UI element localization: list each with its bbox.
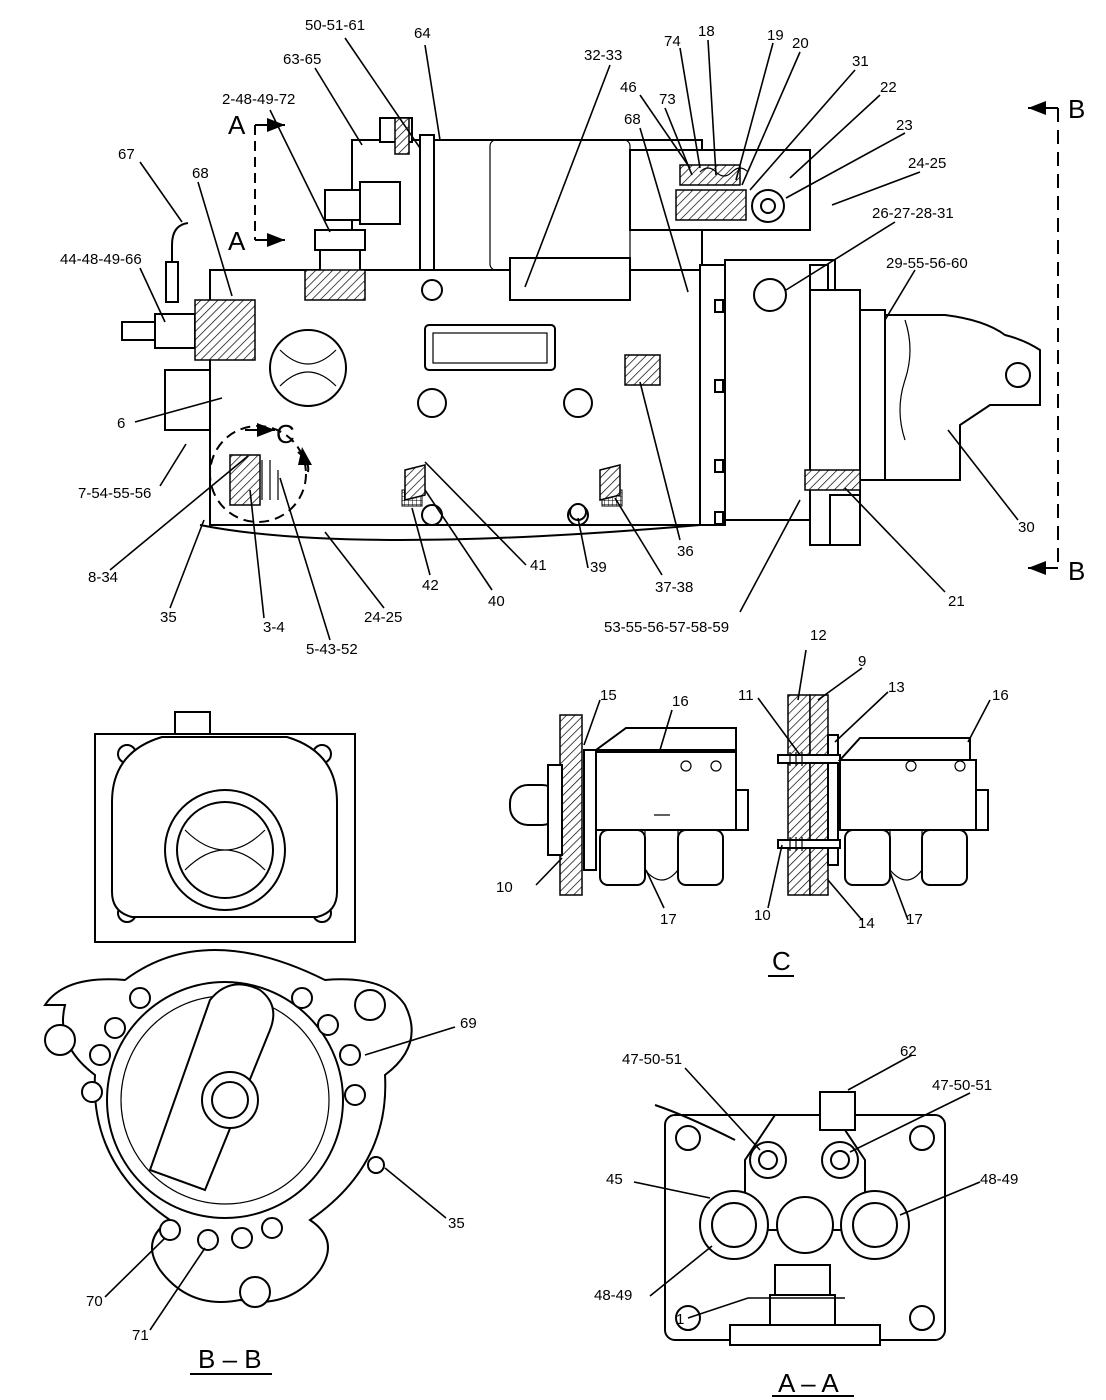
callout-14: 14 — [858, 915, 875, 932]
callout-16-right: 16 — [992, 687, 1009, 704]
callout-22: 22 — [880, 79, 897, 96]
section-c-mark: C — [276, 419, 295, 449]
callout-45: 45 — [606, 1171, 623, 1188]
section-view-b-b: 69 35 70 71 B – B — [43, 711, 477, 1375]
callout-48-49-left: 48-49 — [594, 1287, 632, 1304]
callout-1: 1 — [676, 1311, 684, 1328]
callout-32-33: 32-33 — [584, 47, 622, 64]
main-callouts: 50-51-61 64 63-65 2-48-49-72 32-33 74 18… — [60, 17, 1035, 658]
callout-50-51-61: 50-51-61 — [305, 17, 365, 34]
section-b-top-mark: B — [1068, 94, 1085, 124]
callout-20: 20 — [792, 35, 809, 52]
section-a-top-mark: A — [228, 110, 246, 140]
callout-5-43-52: 5-43-52 — [306, 641, 358, 658]
view-title-b-b: B – B — [198, 1344, 262, 1374]
callout-74: 74 — [664, 33, 681, 50]
callout-15: 15 — [600, 687, 617, 704]
callout-24-25-top: 24-25 — [908, 155, 946, 172]
callout-26-27-28-31: 26-27-28-31 — [872, 205, 954, 222]
callout-13: 13 — [888, 679, 905, 696]
callout-68-right: 68 — [624, 111, 641, 128]
view-title-c: C — [772, 946, 791, 976]
callout-17-right: 17 — [906, 911, 923, 928]
callout-48-49-right: 48-49 — [980, 1171, 1018, 1188]
callout-2-48-49-72: 2-48-49-72 — [222, 91, 295, 108]
section-markers: A A B B C — [228, 94, 1085, 586]
callout-24-25-bottom: 24-25 — [364, 609, 402, 626]
callout-69: 69 — [460, 1015, 477, 1032]
callout-35-bb: 35 — [448, 1215, 465, 1232]
callout-19: 19 — [767, 27, 784, 44]
callout-10-left: 10 — [496, 879, 513, 896]
callout-67: 67 — [118, 146, 135, 163]
callout-70: 70 — [86, 1293, 103, 1310]
callout-53-55-56-57-58-59: 53-55-56-57-58-59 — [604, 619, 729, 636]
main-leader-lines — [109, 37, 1019, 641]
section-b-bottom-mark: B — [1068, 556, 1085, 586]
detail-view-c: 15 16 10 17 12 9 11 13 16 10 14 17 C — [496, 627, 1009, 977]
callout-9: 9 — [858, 653, 866, 670]
callout-7-54-55-56: 7-54-55-56 — [78, 485, 151, 502]
callout-41: 41 — [530, 557, 547, 574]
callout-10-right: 10 — [754, 907, 771, 924]
callout-37-38: 37-38 — [655, 579, 693, 596]
callout-8-34: 8-34 — [88, 569, 118, 586]
callout-23: 23 — [896, 117, 913, 134]
callout-17-left: 17 — [660, 911, 677, 928]
callout-39: 39 — [590, 559, 607, 576]
callout-3-4: 3-4 — [263, 619, 285, 636]
callout-63-65: 63-65 — [283, 51, 321, 68]
callout-12: 12 — [810, 627, 827, 644]
callout-47-50-51-left: 47-50-51 — [622, 1051, 682, 1068]
section-a-bottom-mark: A — [228, 226, 246, 256]
callout-44-48-49-66: 44-48-49-66 — [60, 251, 142, 268]
callout-71: 71 — [132, 1327, 149, 1344]
callout-35-main: 35 — [160, 609, 177, 626]
callout-21: 21 — [948, 593, 965, 610]
view-title-a-a: A – A — [778, 1368, 839, 1398]
callout-11: 11 — [738, 687, 754, 704]
section-view-a-a: 62 47-50-51 47-50-51 45 48-49 48-49 1 A … — [594, 1043, 1018, 1398]
callout-62: 62 — [900, 1043, 917, 1060]
callout-47-50-51-right: 47-50-51 — [932, 1077, 992, 1094]
main-side-view — [121, 117, 1041, 546]
callout-46: 46 — [620, 79, 637, 96]
callout-30: 30 — [1018, 519, 1035, 536]
callout-31: 31 — [852, 53, 869, 70]
callout-36: 36 — [677, 543, 694, 560]
callout-73: 73 — [659, 91, 676, 108]
callout-6: 6 — [117, 415, 125, 432]
callout-68-left: 68 — [192, 165, 209, 182]
bb-bolt-holes — [81, 987, 385, 1251]
callout-40: 40 — [488, 593, 505, 610]
callout-42: 42 — [422, 577, 439, 594]
callout-18: 18 — [698, 23, 715, 40]
callout-16-left: 16 — [672, 693, 689, 710]
callout-64: 64 — [414, 25, 431, 42]
callout-29-55-56-60: 29-55-56-60 — [886, 255, 968, 272]
